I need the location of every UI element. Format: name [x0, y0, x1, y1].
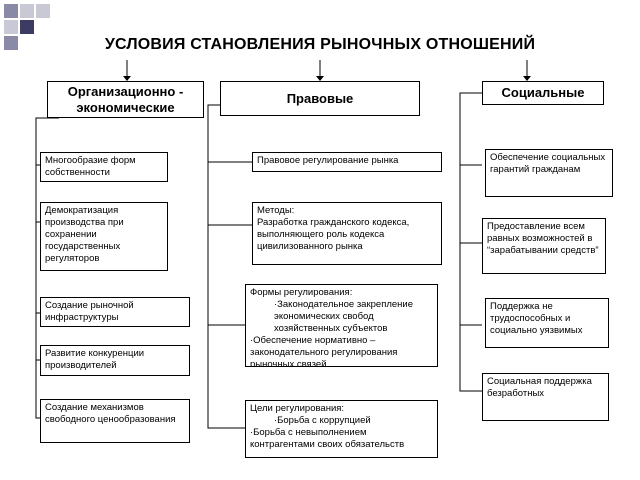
header-organizational-economic: Организационно - экономические [47, 81, 204, 118]
header-social: Социальные [482, 81, 604, 105]
decor-square-5 [36, 4, 50, 18]
forms-title: Формы регулирования: [250, 287, 353, 298]
forms-bullet-2: ·Обеспечение нормативно – законодательно… [250, 335, 398, 367]
forms-bullet-1: ·Законодательное закрепление экономическ… [274, 299, 413, 334]
decor-square-1 [4, 4, 18, 18]
goals-bullet-1: ·Борьба с коррупцией [274, 415, 371, 426]
box-market-infrastructure: Создание рыночной инфраструктуры [40, 297, 190, 327]
box-regulation-forms: Формы регулирования: ·Законодательное за… [245, 284, 438, 367]
decor-square-2 [20, 4, 34, 18]
box-legal-regulation: Правовое регулирование рынка [252, 152, 442, 172]
box-methods: Методы: Разработка гражданского кодекса,… [252, 202, 442, 265]
decor-square-4 [4, 20, 18, 34]
box-social-guarantees: Обеспечение социальных гарантий граждана… [485, 149, 613, 197]
diagram-title: УСЛОВИЯ СТАНОВЛЕНИЯ РЫНОЧНЫХ ОТНОШЕНИЙ [104, 36, 536, 53]
decor-square-3 [20, 20, 34, 34]
box-competition: Развитие конкуренции производителей [40, 345, 190, 376]
box-regulation-goals: Цели регулирования: ·Борьба с коррупцией… [245, 400, 438, 458]
goals-title: Цели регулирования: [250, 403, 345, 414]
box-unemployed-support: Социальная поддержка безработных [482, 373, 609, 421]
box-pricing-mechanisms: Создание механизмов свободного ценообраз… [40, 399, 190, 443]
box-democratization: Демократизация производства при сохранен… [40, 202, 168, 271]
box-equal-opportunities: Предоставление всем равных возможностей … [482, 218, 606, 274]
goals-bullet-2: ·Борьба с невыполнением контрагентами св… [250, 427, 405, 450]
decor-square-6 [4, 36, 18, 50]
box-support-vulnerable: Поддержка не трудоспособных и социально … [485, 298, 609, 348]
header-legal: Правовые [220, 81, 420, 116]
box-ownership-forms: Многообразие форм собственности [40, 152, 168, 182]
